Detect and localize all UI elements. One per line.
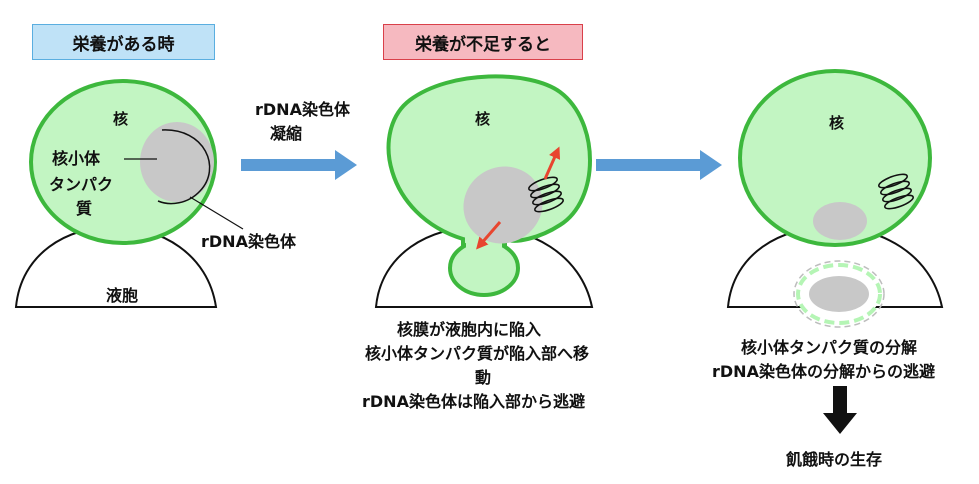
- transition-arrow-1: [241, 150, 357, 180]
- caption-2a: 核膜が液胞内に陥入: [397, 320, 541, 339]
- rdna-pointer-1: [189, 196, 244, 230]
- transition-arrow-2: [596, 150, 722, 180]
- header-starved: 栄養が不足すると: [383, 24, 583, 60]
- nucleolar-label-1c: 質: [76, 199, 92, 218]
- nucleus-1: [29, 79, 217, 245]
- red-arrow-down: [476, 221, 502, 250]
- caption-3a: 核小体タンパク質の分解: [741, 338, 917, 357]
- vacuole-label-1: 液胞: [106, 286, 138, 305]
- nucleus-3: [738, 69, 932, 247]
- degradation-vesicle-rim-3: [793, 260, 885, 328]
- caption-2b: 核小体タンパク質が陥入部へ移: [365, 344, 589, 363]
- caption-2d: rDNA染色体は陥入部から逃避: [362, 392, 585, 411]
- rdna-label-1: rDNA染色体: [201, 232, 297, 251]
- caption-2c: 動: [475, 368, 491, 387]
- rdna-chromosome-1: [157, 129, 211, 205]
- nucleolar-protein-3: [813, 202, 867, 240]
- nucleolar-label-1a: 核小体: [52, 149, 101, 168]
- red-arrow-up: [543, 146, 561, 180]
- header-fed: 栄養がある時: [32, 24, 215, 60]
- rdna-condensed-3: [878, 173, 914, 210]
- result-label-3: 飢餓時の生存: [785, 450, 882, 469]
- nucleus-label-2: 核: [475, 110, 490, 128]
- caption-3b: rDNA染色体の分解からの逃避: [712, 362, 935, 381]
- header-fed-text: 栄養がある時: [72, 34, 175, 55]
- transition-label-1b: 凝縮: [270, 124, 302, 143]
- nucleus-label-1: 核: [113, 110, 128, 128]
- down-arrow-3: [823, 386, 857, 434]
- nucleolar-protein-2: [463, 166, 543, 244]
- degraded-protein-3: [809, 276, 869, 312]
- transition-label-1a: rDNA染色体: [255, 100, 351, 119]
- rdna-condensed-2: [528, 176, 564, 213]
- nucleus-label-3: 核: [829, 114, 844, 132]
- header-starved-text: 栄養が不足すると: [415, 34, 551, 55]
- nucleolar-protein-1: [140, 122, 214, 202]
- nucleolar-label-1b: タンパク: [49, 175, 113, 194]
